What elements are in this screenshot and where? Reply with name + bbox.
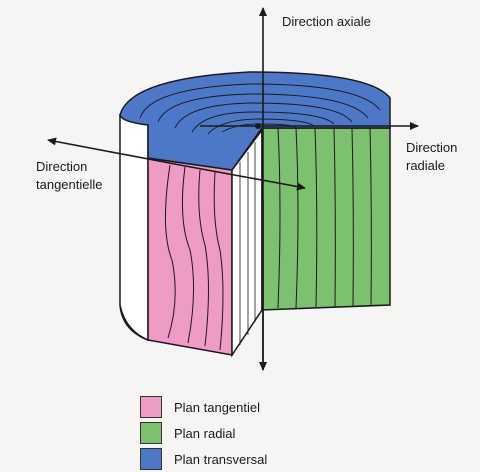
tangential-axis-arrow-back <box>47 137 181 166</box>
tangential-direction-label-line2: tangentielle <box>36 177 103 192</box>
legend-item-transversal: Plan transversal <box>140 446 267 472</box>
tangential-axis-arrow <box>179 164 306 191</box>
radial-direction-label: Direction radiale <box>406 139 457 175</box>
radial-direction-label-line1: Direction <box>406 140 458 155</box>
legend-label-tangential: Plan tangentiel <box>174 399 261 415</box>
transversal-plane <box>119 71 391 171</box>
bark-surface <box>119 113 149 342</box>
axial-direction-label: Direction axiale <box>282 14 371 29</box>
legend-swatch-radial <box>140 422 162 444</box>
legend-label-radial: Plan radial <box>174 425 236 441</box>
tangential-grain <box>165 164 224 351</box>
radial-direction-label-line2: radiale <box>406 158 446 173</box>
legend: Plan tangentiel Plan radial Plan transve… <box>140 394 267 472</box>
radial-grain <box>277 127 372 309</box>
cut-face-grain <box>239 142 256 345</box>
legend-item-tangential: Plan tangentiel <box>140 394 267 420</box>
legend-label-transversal: Plan transversal <box>174 451 268 467</box>
legend-swatch-transversal <box>140 448 162 470</box>
legend-swatch-tangential <box>140 396 162 418</box>
bark-edge <box>119 304 149 341</box>
legend-item-radial: Plan radial <box>140 420 267 446</box>
tangential-plane <box>147 157 233 356</box>
tangential-direction-label: Direction tangentielle <box>36 158 103 194</box>
tangential-direction-label-line1: Direction <box>36 159 88 174</box>
